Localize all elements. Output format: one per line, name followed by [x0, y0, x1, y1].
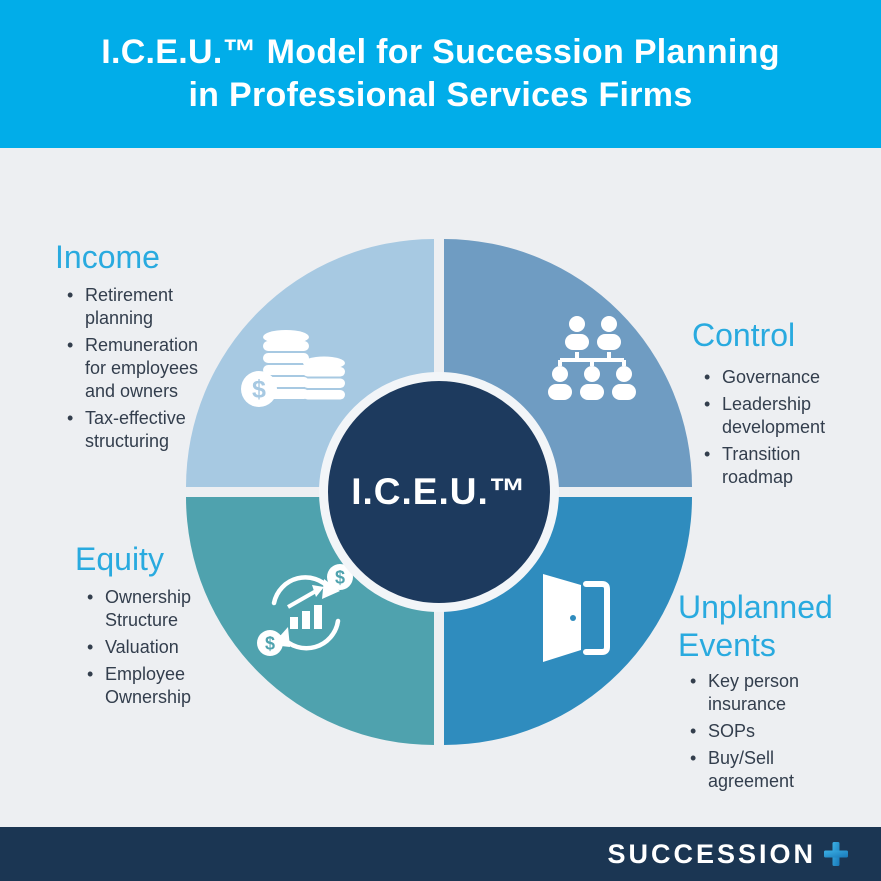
- page-title-line-2: in Professional Services Firms: [188, 76, 693, 114]
- list-item: Remuneration for employees and owners: [67, 334, 207, 403]
- svg-text:$: $: [335, 568, 345, 588]
- open-door-icon: [543, 574, 610, 662]
- list-item: Governance: [704, 366, 834, 389]
- list-item: Ownership Structure: [87, 586, 212, 632]
- control-list: GovernanceLeadership developmentTransiti…: [704, 366, 834, 489]
- succession-logo: SUCCESSION: [607, 839, 849, 870]
- list-item: Leadership development: [704, 393, 834, 439]
- brand-text: SUCCESSION: [607, 838, 816, 869]
- section-income: Income Retirement planningRemuneration f…: [55, 238, 227, 457]
- list-item: Transition roadmap: [704, 443, 834, 489]
- unplanned-events-list: Key person insuranceSOPsBuy/Sell agreeme…: [690, 670, 818, 793]
- income-list: Retirement planningRemuneration for empl…: [67, 284, 207, 453]
- list-item: Tax-effective structuring: [67, 407, 207, 453]
- section-control: Control GovernanceLeadership development…: [692, 316, 852, 493]
- control-heading: Control: [692, 317, 796, 353]
- growth-cycle-icon: $ $: [257, 564, 353, 656]
- plus-icon: [824, 842, 848, 866]
- list-item: Employee Ownership: [87, 663, 212, 709]
- center-label: I.C.E.U.™: [351, 471, 527, 512]
- header-banner: I.C.E.U.™ Model for Succession Planning …: [0, 0, 881, 148]
- section-unplanned-events: Unplanned Events Key person insuranceSOP…: [678, 588, 856, 797]
- iceu-wheel-diagram: $: [186, 239, 692, 745]
- equity-heading: Equity: [75, 541, 164, 577]
- svg-text:$: $: [265, 634, 275, 654]
- org-chart-icon: [548, 316, 636, 400]
- list-item: Retirement planning: [67, 284, 207, 330]
- coins-icon: $: [241, 330, 345, 407]
- equity-list: Ownership StructureValuationEmployee Own…: [87, 586, 212, 709]
- svg-text:$: $: [252, 376, 266, 404]
- unplanned-events-heading: Unplanned Events: [678, 589, 833, 663]
- center-circle: I.C.E.U.™: [319, 372, 559, 612]
- page-title-line-1: I.C.E.U.™ Model for Succession Planning: [101, 33, 780, 71]
- list-item: Valuation: [87, 636, 212, 659]
- quadrant-grid: [186, 239, 692, 745]
- section-equity: Equity Ownership StructureValuationEmplo…: [75, 540, 235, 713]
- income-heading: Income: [55, 239, 160, 275]
- list-item: Buy/Sell agreement: [690, 747, 818, 793]
- footer-bar: SUCCESSION: [0, 827, 881, 881]
- list-item: SOPs: [690, 720, 818, 743]
- list-item: Key person insurance: [690, 670, 818, 716]
